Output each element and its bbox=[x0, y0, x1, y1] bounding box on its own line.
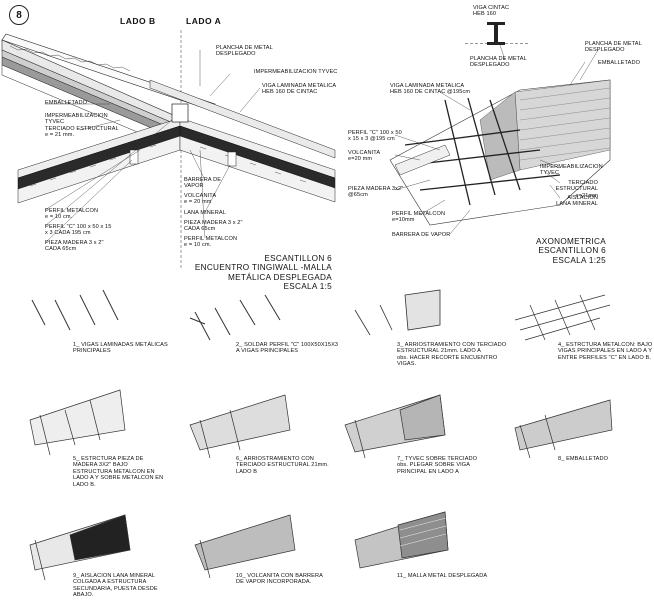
label-tyvek: IMPERMEABILIZACION TYVEC bbox=[254, 69, 338, 75]
section-title: ESCANTILLON 6 ENCUENTRO TINGIWALL -MALLA… bbox=[194, 254, 332, 292]
wood-piece-left bbox=[129, 149, 139, 165]
label-axo-plywood: TERCIADO ESTRUCTURAL e=21mm bbox=[555, 180, 598, 199]
side-b-label: LADO B bbox=[120, 16, 156, 26]
insulation-right bbox=[179, 135, 336, 203]
label-axo-tyvek: IMPERMEABILIZACION TYVEC bbox=[540, 164, 603, 177]
wood-piece-right bbox=[227, 151, 237, 167]
label-wood-piece: PIEZA MADERA 3 x 2" CADA 65cm bbox=[45, 240, 104, 253]
label-emballetado: EMBALLETADO bbox=[45, 100, 88, 106]
label-axo-c-profile: PERFIL "C" 100 x 50 x 15 x 3 @195 cm bbox=[348, 130, 402, 143]
step-6-drawing bbox=[189, 394, 291, 459]
label-tyvek-left: IMPERMEABILIZACION TYVEC bbox=[45, 113, 108, 126]
step-8-drawing bbox=[514, 399, 613, 459]
c-profile-ridge bbox=[171, 103, 189, 123]
roof-section-layers bbox=[1, 33, 336, 204]
step-6-caption: 6_ ARRIOSTRAMIENTO CON TERCIADO ESTRUCTU… bbox=[236, 456, 329, 475]
label-metalcon-right: PERFIL METALCON e = 10 cm. bbox=[184, 236, 238, 249]
step-7-drawing bbox=[344, 394, 446, 459]
label-drywall: VOLCANITA e = 20 mm bbox=[184, 193, 217, 206]
label-mineral-wool: LANA MINERAL bbox=[184, 210, 226, 216]
step-10-caption: 10_ VOLCANITA CON BARRERA DE VAPOR INCOR… bbox=[236, 573, 323, 586]
axo-mesh-lines bbox=[519, 87, 611, 161]
step-7-caption: 7_ TYVEC SOBRE TERCIADO obs. PLEGAR SOBR… bbox=[397, 456, 478, 475]
label-beam: VIGA LAMINADA METALICA HEB 160 DE CINTAC bbox=[262, 83, 337, 96]
step-8-caption: 8_ EMBALLETADO bbox=[558, 456, 609, 462]
label-plywood: TERCIADO ESTRUCTURAL e = 21 mm. bbox=[45, 126, 119, 139]
section-leader-lines bbox=[44, 50, 261, 244]
label-axo-wood: PIEZA MADERA 3x2" @65cm bbox=[348, 186, 404, 199]
step-10-drawing bbox=[194, 514, 296, 579]
i-beam-icon bbox=[465, 22, 530, 45]
step-3-caption: 3_ ARRIOSTRAMIENTO CON TERCIADO ESTRUCTU… bbox=[397, 342, 507, 368]
label-axo-insulation: AISLACION LANA MINERAL bbox=[556, 195, 598, 208]
label-wood-piece-right: PIEZA MADERA 3 x 2" CADA 65cm bbox=[184, 220, 243, 233]
label-axo-beam-type: VIGA CINTAC HEB 160 bbox=[473, 5, 510, 18]
side-a-label: LADO A bbox=[186, 16, 222, 26]
step-11-caption: 11_ MALLA METAL DESPLEGADA bbox=[397, 573, 488, 579]
axo-leader-lines bbox=[394, 44, 599, 235]
label-axo-vapor: BARRERA DE VAPOR bbox=[392, 232, 451, 238]
label-metalcon: PERFIL METALCON e = 10 cm. bbox=[45, 208, 99, 221]
step-5-caption: 5_ ESTRCTURA PIEZA DE MADERA 3X2" BAJO E… bbox=[73, 456, 164, 488]
label-vapor-barrier: BARRERA DE VAPOR bbox=[184, 177, 222, 190]
step-2-drawing bbox=[189, 294, 281, 341]
label-c-profile: PERFIL "C" 100 x 50 x 15 x 3 CADA 195 cm bbox=[45, 224, 112, 237]
step-5-drawing bbox=[29, 389, 126, 456]
step-4-drawing bbox=[514, 294, 611, 341]
axo-drywall bbox=[394, 144, 451, 176]
upper-right-sheet bbox=[149, 79, 336, 159]
label-axo-beam: VIGA LAMINADA METALICA HEB 160 DE CINTAC… bbox=[390, 83, 471, 96]
label-axo-metalcon: PERFIL METALCON e=10mm bbox=[392, 211, 446, 224]
step-11-drawing bbox=[354, 511, 449, 569]
label-axo-emballetado: EMBALLETADO bbox=[598, 60, 641, 66]
step-3-drawing bbox=[354, 289, 441, 336]
label-metal-sheet: PLANCHA DE METAL DESPLEGADO bbox=[216, 45, 273, 58]
step-1-caption: 1_ VIGAS LAMINADAS METÁLICAS PRINCIPALES bbox=[73, 342, 168, 355]
sheet-number-badge: 8 bbox=[9, 5, 29, 25]
step-1-drawing bbox=[31, 289, 119, 331]
step-2-caption: 2_ SOLDAR PERFIL "C" 100X50X15X3 A VIGAS… bbox=[236, 342, 339, 355]
label-axo-metal-right: PLANCHA DE METAL DESPLEGADO bbox=[585, 41, 642, 54]
label-axo-drywall: VOLCANITA e=20 mm bbox=[348, 150, 381, 163]
axo-title: AXONOMETRICA ESCANTILLON 6 ESCALA 1:25 bbox=[535, 237, 606, 265]
step-4-caption: 4_ ESTRCTURA METALCON: BAJO VIGAS PRINCI… bbox=[558, 342, 653, 361]
step-9-drawing bbox=[29, 514, 131, 581]
step-9-caption: 9_ AISLACION LANA MINERAL COLGADA A ESTR… bbox=[73, 573, 158, 599]
label-axo-metal-top: PLANCHA DE METAL DESPLEGADO bbox=[470, 56, 527, 69]
expanded-metal-pattern bbox=[9, 45, 131, 72]
